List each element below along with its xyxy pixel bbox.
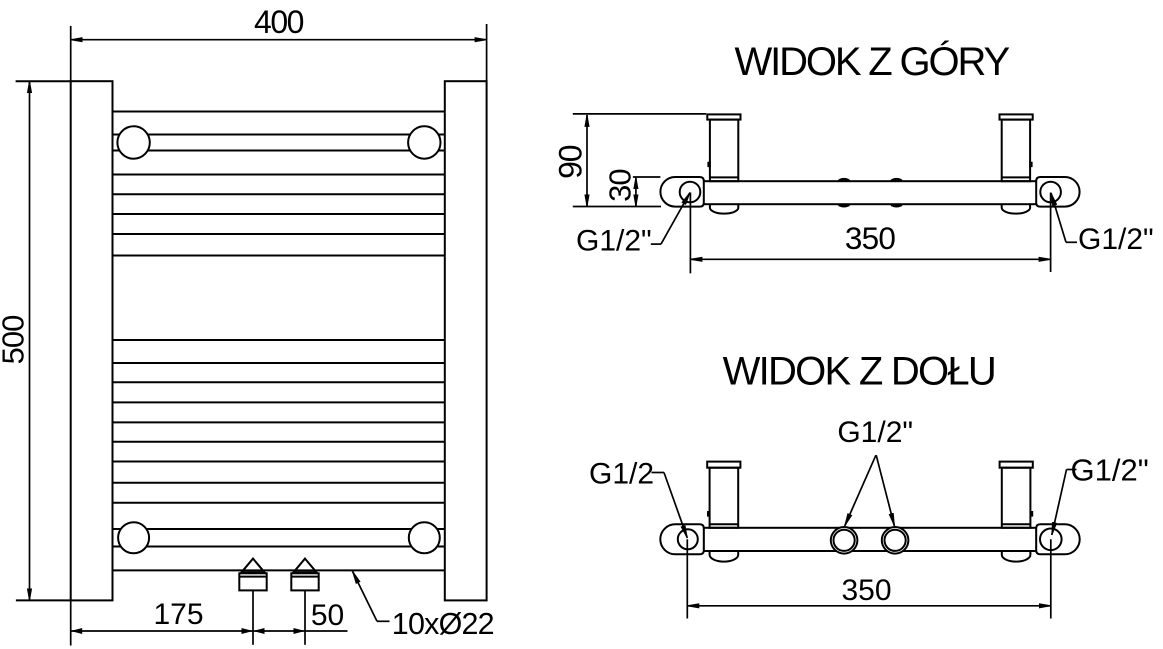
svg-text:50: 50 <box>311 599 344 632</box>
svg-text:90: 90 <box>553 145 589 179</box>
svg-text:400: 400 <box>254 4 304 40</box>
svg-text:WIDOK Z GÓRY: WIDOK Z GÓRY <box>735 39 1010 84</box>
svg-text:350: 350 <box>841 574 891 607</box>
svg-text:G1/2": G1/2" <box>1078 223 1154 256</box>
svg-text:G1/2": G1/2" <box>837 416 913 449</box>
svg-text:350: 350 <box>845 220 895 256</box>
svg-text:WIDOK Z DOŁU: WIDOK Z DOŁU <box>723 349 995 393</box>
svg-text:30: 30 <box>603 169 638 202</box>
svg-text:G1/2": G1/2" <box>1071 453 1149 488</box>
svg-text:G1/2": G1/2" <box>576 225 652 258</box>
svg-text:G1/2: G1/2 <box>589 458 654 491</box>
svg-text:175: 175 <box>153 598 203 631</box>
svg-text:500: 500 <box>0 315 30 364</box>
svg-text:10xØ22: 10xØ22 <box>392 607 494 641</box>
